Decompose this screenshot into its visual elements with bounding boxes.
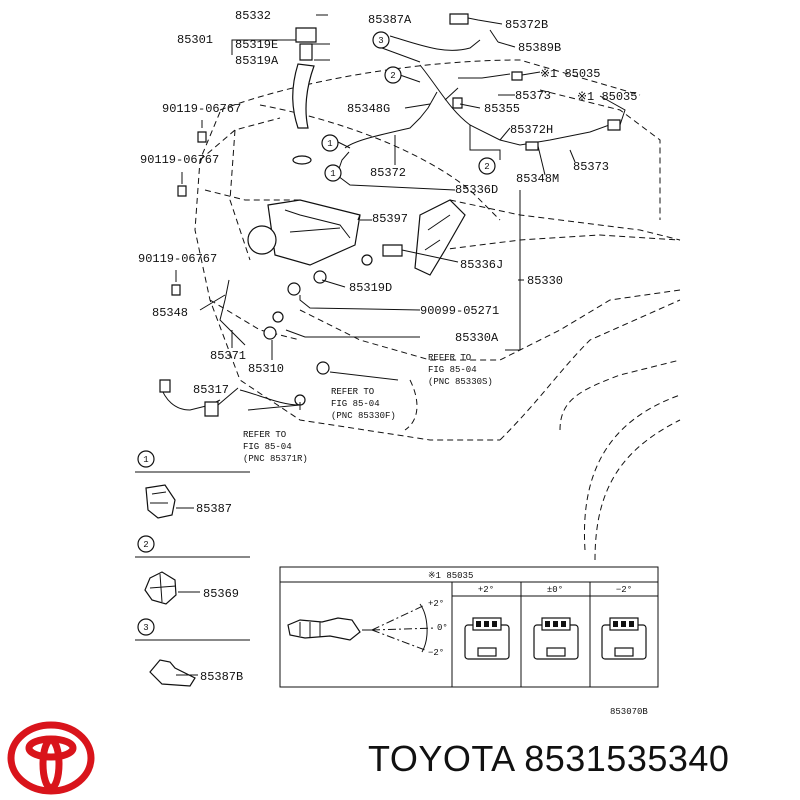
label-85330a: 85330A	[455, 331, 499, 345]
callout-1a-text: 1	[327, 139, 332, 149]
label-85332: 85332	[235, 9, 271, 23]
nozzle-view-zero	[533, 617, 579, 660]
label-90119-a: 90119-06767	[162, 102, 241, 116]
ref1-line2: FIG 85-04	[428, 365, 477, 375]
label-90119-c: 90119-06767	[138, 252, 217, 266]
label-90099: 90099-05271	[420, 304, 499, 318]
diagram-canvas: 3 2 1 2 1 85332 85301 85319E 85319A 8538…	[135, 9, 681, 717]
label-85301: 85301	[177, 33, 213, 47]
label-85035-b: ※1 85035	[577, 90, 637, 104]
label-85372h: 85372H	[510, 123, 553, 137]
label-85317: 85317	[193, 383, 229, 397]
label-85371: 85371	[210, 349, 246, 363]
ref2-line3: (PNC 85330F)	[331, 411, 396, 421]
nozzle-view-plus	[464, 617, 510, 660]
nozzle-view-minus	[601, 617, 647, 660]
reference-notes: REFER TO FIG 85-04 (PNC 85330S) REFER TO…	[243, 353, 493, 464]
label-85373-b: 85373	[573, 160, 609, 174]
label-85035-a: ※1 85035	[540, 67, 600, 81]
toyota-logo-icon	[7, 721, 95, 795]
washer-assembly	[159, 13, 621, 417]
inset-1: 1 85387	[135, 450, 250, 519]
inset-label-85369: 85369	[203, 587, 239, 601]
angle-zero-label: 0°	[437, 623, 448, 633]
angle-plus-label: +2°	[428, 599, 444, 609]
part-labels: 85332 85301 85319E 85319A 85387A 85372B …	[138, 9, 637, 397]
label-85355: 85355	[484, 102, 520, 116]
brand-title: TOYOTA 8531535340	[368, 738, 729, 780]
ref3-line1: REFER TO	[243, 430, 286, 440]
callout-1b-text: 1	[330, 169, 335, 179]
callout-1a	[321, 134, 339, 152]
inset-1-number: 1	[143, 455, 148, 465]
vehicle-outline	[194, 59, 681, 561]
label-85336d: 85336D	[455, 183, 498, 197]
callout-2a	[384, 66, 402, 84]
inset-2: 2 85369	[135, 535, 250, 605]
ref2-line1: REFER TO	[331, 387, 374, 397]
label-90119-b: 90119-06767	[140, 153, 219, 167]
callout-3-text: 3	[378, 36, 383, 46]
callout-3	[372, 31, 390, 49]
label-85319d: 85319D	[349, 281, 392, 295]
brand-name: TOYOTA	[368, 738, 514, 779]
inset-label-85387: 85387	[196, 502, 232, 516]
label-85336j: 85336J	[460, 258, 503, 272]
ref3-line2: FIG 85-04	[243, 442, 292, 452]
ref2-line2: FIG 85-04	[331, 399, 380, 409]
ref1-line3: (PNC 85330S)	[428, 377, 493, 387]
nozzle-angle-detail: ※1 85035 +2° ±0° −2° +2° 0° −2°	[279, 566, 659, 688]
detail-box-frame	[279, 566, 659, 688]
detail-box-title: ※1 85035	[428, 571, 473, 581]
callout-2b-text: 2	[484, 162, 489, 172]
label-85330: 85330	[527, 274, 563, 288]
label-85319e: 85319E	[235, 38, 278, 52]
detail-col-zero: ±0°	[547, 585, 563, 595]
callout-1b	[324, 164, 342, 182]
label-85348g: 85348G	[347, 102, 390, 116]
callouts: 3 2 1 2 1	[321, 31, 496, 182]
detail-col-minus: −2°	[616, 585, 632, 595]
label-85348m: 85348M	[516, 172, 559, 186]
label-85389b: 85389B	[518, 41, 561, 55]
label-85319a: 85319A	[235, 54, 279, 68]
angle-minus-label: −2°	[428, 648, 444, 658]
label-85372: 85372	[370, 166, 406, 180]
inset-2-number: 2	[143, 540, 148, 550]
label-85348: 85348	[152, 306, 188, 320]
ref3-line3: (PNC 85371R)	[243, 454, 308, 464]
label-85373-a: 85373	[515, 89, 551, 103]
ref1-line1: REFER TO	[428, 353, 471, 363]
detail-col-plus: +2°	[478, 585, 494, 595]
inset-3: 3 85387B	[135, 618, 250, 687]
inset-3-number: 3	[143, 623, 148, 633]
inset-label-85387b: 85387B	[200, 670, 243, 684]
callout-2a-text: 2	[390, 71, 395, 81]
part-number: 8531535340	[524, 738, 730, 779]
label-85387a: 85387A	[368, 13, 412, 27]
label-85397: 85397	[372, 212, 408, 226]
callout-2b	[478, 157, 496, 175]
drawing-number: 853070B	[610, 707, 648, 717]
label-85310: 85310	[248, 362, 284, 376]
label-85372b: 85372B	[505, 18, 548, 32]
